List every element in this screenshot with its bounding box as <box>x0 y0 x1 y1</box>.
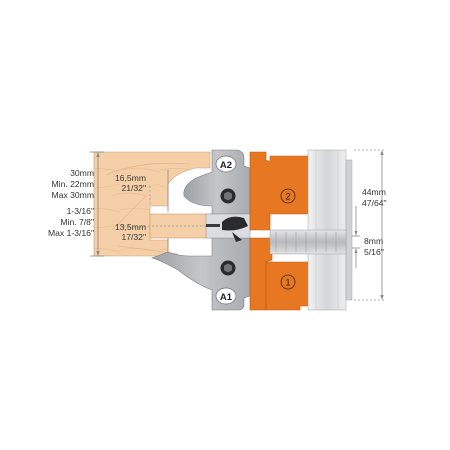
thickness-min: Min. 22mm <box>52 179 95 189</box>
gap-in: 5/16" <box>364 247 384 257</box>
upper-mm: 16,5mm <box>115 173 146 183</box>
height-mm: 44mm <box>362 187 386 197</box>
inner-labels: 16,5mm 21/32" 13,5mm 17/32" <box>115 173 146 242</box>
cutter-1-marker: 1 <box>280 274 296 290</box>
hex-screw-top-icon <box>220 188 236 204</box>
right-labels: 44mm 47/64" 8mm 5/16" <box>362 187 387 257</box>
thickness-in-max: Max 1-3/16" <box>48 228 94 238</box>
a2-badge: A2 <box>215 155 237 173</box>
left-thickness-labels: 30mm Min. 22mm Max 30mm 1-3/16" Min. 7/8… <box>48 168 94 238</box>
height-in: 47/64" <box>362 198 387 208</box>
gap-mm: 8mm <box>364 236 383 246</box>
left-dimension-lines <box>90 151 104 257</box>
thickness-max: Max 30mm <box>52 190 95 200</box>
shim-spacers <box>269 229 347 255</box>
lower-mm: 13,5mm <box>115 222 146 232</box>
wood-workpiece <box>93 151 211 257</box>
thickness-in-min: Min. 7/8" <box>60 217 94 227</box>
a2-label: A2 <box>220 160 232 171</box>
right-dimension-lines <box>352 149 386 301</box>
a1-badge: A1 <box>215 287 237 305</box>
cutter-1-label: 1 <box>285 278 290 288</box>
a1-label: A1 <box>220 292 233 303</box>
lower-in: 17/32" <box>121 232 146 242</box>
center-knife <box>206 216 248 242</box>
inner-dimension-lines <box>120 170 206 252</box>
upper-in: 21/32" <box>121 183 146 193</box>
orange-cutter-upper <box>249 151 309 231</box>
hex-screw-bottom-icon <box>220 260 236 276</box>
thickness-mm: 30mm <box>70 168 94 178</box>
thickness-in: 1-3/16" <box>67 206 94 216</box>
cutter-2-label: 2 <box>285 192 290 202</box>
cutter-2-marker: 2 <box>280 188 296 204</box>
